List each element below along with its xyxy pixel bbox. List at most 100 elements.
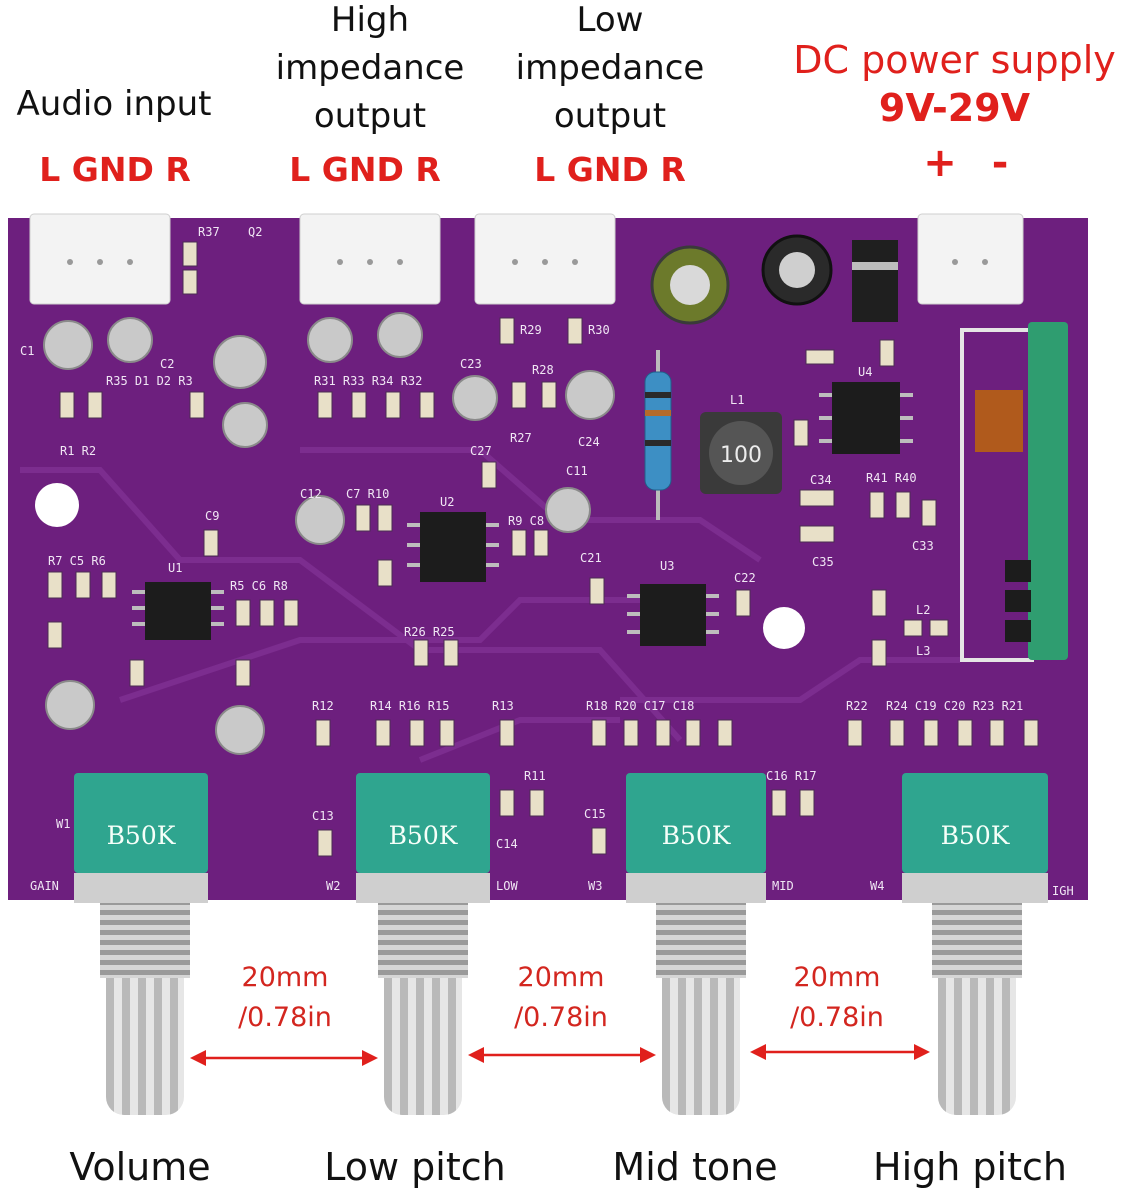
svg-text:R24 C19 C20 R23 R21: R24 C19 C20 R23 R21	[886, 699, 1023, 713]
inductor-value-label: 100	[720, 443, 762, 468]
connector-dc-power	[917, 213, 1024, 305]
knob-label-low-pitch: Low pitch	[324, 1145, 506, 1189]
svg-text:L3: L3	[916, 644, 930, 658]
svg-text:C35: C35	[812, 555, 834, 569]
svg-text:C7 R10: C7 R10	[346, 487, 389, 501]
low-pitch-pot-body: B50K	[356, 773, 490, 873]
svg-text:R37: R37	[198, 225, 220, 239]
knob-label-high-pitch: High pitch	[873, 1145, 1067, 1189]
svg-text:W3: W3	[588, 879, 602, 893]
svg-text:C21: C21	[580, 551, 602, 565]
svg-text:L1: L1	[730, 393, 744, 407]
svg-text:U4: U4	[858, 365, 872, 379]
svg-text:R13: R13	[492, 699, 514, 713]
svg-text:R31 R33 R34 R32: R31 R33 R34 R32	[314, 374, 422, 388]
svg-text:C24: C24	[578, 435, 600, 449]
low-pitch-knob-shaft[interactable]	[378, 900, 468, 1115]
svg-text:R5 C6 R8: R5 C6 R8	[230, 579, 288, 593]
svg-text:U1: U1	[168, 561, 182, 575]
svg-text:L2: L2	[916, 603, 930, 617]
svg-text:W1: W1	[56, 817, 70, 831]
volume-knob-shaft[interactable]	[100, 900, 190, 1115]
svg-text:R18 R20 C17 C18: R18 R20 C17 C18	[586, 699, 694, 713]
svg-text:R12: R12	[312, 699, 334, 713]
svg-text:R7 C5 R6: R7 C5 R6	[48, 554, 106, 568]
knob-label-mid-tone: Mid tone	[612, 1145, 778, 1189]
svg-text:R1 R2: R1 R2	[60, 444, 96, 458]
svg-text:C11: C11	[566, 464, 588, 478]
dc-dc-module	[960, 322, 1068, 662]
svg-text:R26 R25: R26 R25	[404, 625, 455, 639]
svg-text:C1: C1	[20, 344, 34, 358]
audio-input-label: Audio input	[16, 84, 212, 124]
svg-text:C14: C14	[496, 837, 518, 851]
svg-text:C33: C33	[912, 539, 934, 553]
svg-text:R28: R28	[532, 363, 554, 377]
pot-value-label: B50K	[106, 821, 176, 850]
audio-input-pins: L GND R	[39, 150, 191, 189]
svg-text:C13: C13	[312, 809, 334, 823]
svg-text:C15: C15	[584, 807, 606, 821]
low-impedance-output-pins: L GND R	[534, 150, 686, 189]
inductor-l1: 100	[700, 412, 782, 494]
svg-text:U3: U3	[660, 559, 674, 573]
svg-text:W4: W4	[870, 879, 884, 893]
resistor-r42	[644, 350, 672, 520]
svg-text:R27: R27	[510, 431, 532, 445]
connector-high-impedance	[299, 213, 441, 305]
svg-text:R14 R16 R15: R14 R16 R15	[370, 699, 449, 713]
mid-tone-pot-body: B50K	[626, 773, 766, 873]
large-capacitors	[650, 234, 833, 325]
svg-text:GAIN: GAIN	[30, 879, 59, 893]
low-impedance-output-label: Low impedance output	[515, 0, 705, 136]
pot-value-label: B50K	[388, 821, 458, 850]
electrolytic-capacitors	[43, 312, 615, 755]
mounting-hole	[763, 607, 805, 649]
svg-text:R35 D1 D2 R3: R35 D1 D2 R3	[106, 374, 193, 388]
connector-audio-input	[29, 213, 171, 305]
knob-label-volume: Volume	[69, 1145, 211, 1189]
svg-text:R9 C8: R9 C8	[508, 514, 544, 528]
high-pitch-pot-body: B50K	[902, 773, 1048, 873]
svg-text:C22: C22	[734, 571, 756, 585]
dc-power-supply-label: DC power supply 9V-29V	[793, 38, 1116, 130]
svg-text:Q2: Q2	[248, 225, 262, 239]
pot-value-label: B50K	[661, 821, 731, 850]
svg-text:R22: R22	[846, 699, 868, 713]
spacing-label-2: 20mm/0.78in	[514, 962, 608, 1033]
svg-text:IGH: IGH	[1052, 884, 1074, 898]
diode-d3	[852, 240, 898, 322]
svg-text:MID: MID	[772, 879, 794, 893]
minus-terminal-label: -	[991, 140, 1009, 186]
svg-text:C2: C2	[160, 357, 174, 371]
svg-text:C34: C34	[810, 473, 832, 487]
spacing-label-3: 20mm/0.78in	[790, 962, 884, 1033]
mid-tone-knob-shaft[interactable]	[656, 900, 746, 1115]
svg-text:W2: W2	[326, 879, 340, 893]
svg-text:C23: C23	[460, 357, 482, 371]
svg-text:R29: R29	[520, 323, 542, 337]
pot-value-label: B50K	[940, 821, 1010, 850]
mounting-hole	[35, 483, 79, 527]
high-impedance-output-pins: L GND R	[289, 150, 441, 189]
svg-text:R41 R40: R41 R40	[866, 471, 917, 485]
spacing-label-1: 20mm/0.78in	[238, 962, 332, 1033]
dimension-arrows	[190, 1044, 930, 1066]
svg-text:C27: C27	[470, 444, 492, 458]
smd-components	[47, 241, 1039, 857]
svg-text:C9: C9	[205, 509, 219, 523]
connector-low-impedance	[474, 213, 616, 305]
volume-pot-body: B50K	[74, 773, 208, 873]
svg-text:C16 R17: C16 R17	[766, 769, 817, 783]
svg-text:C12: C12	[300, 487, 322, 501]
ic-chips	[145, 382, 900, 646]
svg-text:R11: R11	[524, 769, 546, 783]
svg-text:U2: U2	[440, 495, 454, 509]
high-impedance-output-label: High impedance output	[275, 0, 465, 136]
svg-text:LOW: LOW	[496, 879, 518, 893]
plus-terminal-label: +	[923, 140, 957, 186]
high-pitch-knob-shaft[interactable]	[932, 900, 1022, 1115]
